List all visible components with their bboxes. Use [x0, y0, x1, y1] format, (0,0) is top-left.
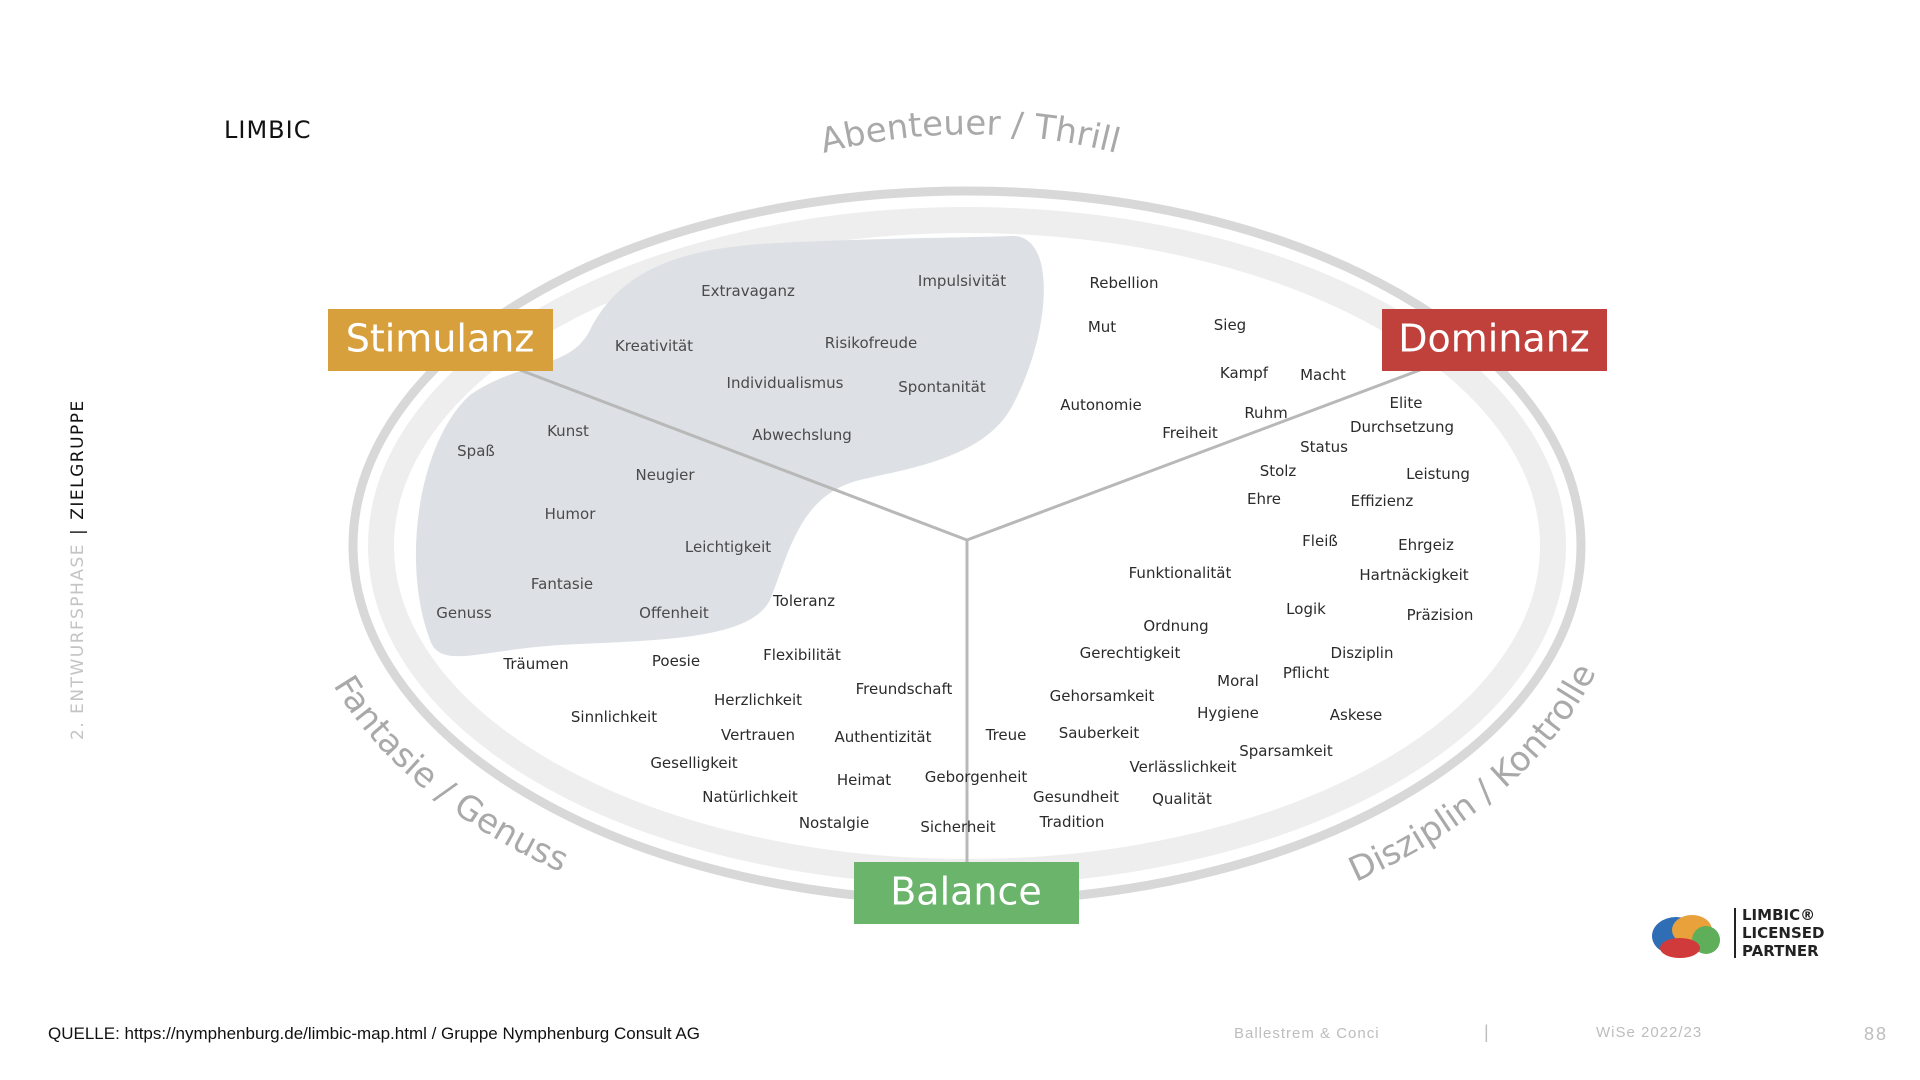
word-flexibilitaet: Flexibilität [763, 646, 841, 664]
word-fantasie: Fantasie [531, 575, 593, 593]
word-poesie: Poesie [652, 652, 700, 670]
word-autonomie: Autonomie [1060, 396, 1142, 414]
footer-separator: | [1484, 1022, 1489, 1042]
word-praezision: Präzision [1407, 606, 1474, 624]
word-spass: Spaß [457, 442, 495, 460]
word-effizienz: Effizienz [1351, 492, 1414, 510]
word-genuss: Genuss [436, 604, 492, 622]
word-ehre: Ehre [1247, 490, 1281, 508]
word-heimat: Heimat [837, 771, 891, 789]
word-kampf: Kampf [1220, 364, 1269, 382]
word-sparsamkeit: Sparsamkeit [1239, 742, 1333, 760]
word-vertrauen: Vertrauen [721, 726, 795, 744]
word-ordnung: Ordnung [1143, 617, 1208, 635]
page-number: 88 [1864, 1024, 1889, 1044]
footer-term: WiSe 2022/23 [1596, 1024, 1703, 1041]
source-citation: QUELLE: https://nymphenburg.de/limbic-ma… [48, 1024, 700, 1043]
word-sauberkeit: Sauberkeit [1059, 724, 1140, 742]
balance-label: Balance [890, 870, 1042, 914]
word-fleiss: Fleiß [1302, 532, 1338, 550]
word-logik: Logik [1286, 600, 1326, 618]
limbic-brain-logo-icon [1652, 908, 1736, 958]
word-extravaganz: Extravaganz [701, 282, 795, 300]
word-hartnaeckigkeit: Hartnäckigkeit [1359, 566, 1468, 584]
word-nostalgie: Nostalgie [799, 814, 869, 832]
word-natuerlichkeit: Natürlichkeit [702, 788, 798, 806]
word-treue: Treue [985, 726, 1027, 744]
page-title: LIMBIC [224, 116, 312, 144]
word-sinnlichkeit: Sinnlichkeit [571, 708, 657, 726]
stimulanz-label: Stimulanz [346, 317, 535, 361]
connector-dominanz [966, 368, 1421, 542]
word-ehrgeiz: Ehrgeiz [1398, 536, 1454, 554]
word-authentizitaet: Authentizität [835, 728, 932, 746]
word-rebellion: Rebellion [1090, 274, 1159, 292]
word-sieg: Sieg [1214, 316, 1246, 334]
word-moral: Moral [1217, 672, 1259, 690]
partner-line-1: LIMBIC® [1742, 906, 1816, 924]
balance-box [854, 862, 1079, 924]
word-spontanitaet: Spontanität [898, 378, 986, 396]
word-sicherheit: Sicherheit [920, 818, 995, 836]
partner-line-3: PARTNER [1742, 942, 1819, 960]
word-verlaesslichkeit: Verlässlichkeit [1130, 758, 1237, 776]
connector-stimulanz [519, 368, 968, 542]
word-traeumen: Träumen [502, 655, 568, 673]
word-durchsetzung: Durchsetzung [1350, 418, 1454, 436]
word-kreativitaet: Kreativität [615, 337, 693, 355]
word-gehorsamkeit: Gehorsamkeit [1050, 687, 1155, 705]
word-disziplin: Disziplin [1331, 644, 1394, 662]
word-offenheit: Offenheit [639, 604, 709, 622]
stimulanz-box [328, 309, 553, 371]
word-funktionalitaet: Funktionalität [1129, 564, 1232, 582]
word-hygiene: Hygiene [1197, 704, 1259, 722]
word-geborgenheit: Geborgenheit [925, 768, 1028, 786]
word-stolz: Stolz [1260, 462, 1297, 480]
word-risikofreude: Risikofreude [825, 334, 918, 352]
word-geselligkeit: Geselligkeit [650, 754, 737, 772]
word-leichtigkeit: Leichtigkeit [685, 538, 771, 556]
word-mut: Mut [1088, 318, 1116, 336]
word-humor: Humor [545, 505, 597, 523]
arc-label-thrill: Abenteuer / Thrill [816, 103, 1124, 162]
word-tradition: Tradition [1039, 813, 1105, 831]
word-pflicht: Pflicht [1283, 664, 1329, 682]
word-freiheit: Freiheit [1162, 424, 1218, 442]
word-gerechtigkeit: Gerechtigkeit [1080, 644, 1181, 662]
word-neugier: Neugier [635, 466, 695, 484]
dominanz-box [1382, 309, 1607, 371]
partner-line-2: LICENSED [1742, 924, 1825, 942]
word-impulsivitaet: Impulsivität [918, 272, 1006, 290]
word-gesundheit: Gesundheit [1033, 788, 1119, 806]
word-ruhm: Ruhm [1244, 404, 1287, 422]
word-elite: Elite [1390, 394, 1423, 412]
word-kunst: Kunst [547, 422, 589, 440]
dominanz-label: Dominanz [1398, 317, 1589, 361]
thrill-area [415, 235, 1044, 657]
word-toleranz: Toleranz [772, 592, 835, 610]
partner-text: LIMBIC® LICENSED PARTNER [1742, 906, 1824, 960]
word-status: Status [1300, 438, 1348, 456]
word-abwechslung: Abwechslung [752, 426, 852, 444]
word-leistung: Leistung [1406, 465, 1470, 483]
word-askese: Askese [1330, 706, 1383, 724]
word-herzlichkeit: Herzlichkeit [714, 691, 802, 709]
word-individualismus: Individualismus [727, 374, 844, 392]
word-macht: Macht [1300, 366, 1346, 384]
word-qualitaet: Qualität [1152, 790, 1212, 808]
footer-author: Ballestrem & Conci [1234, 1025, 1380, 1042]
word-freundschaft: Freundschaft [856, 680, 953, 698]
